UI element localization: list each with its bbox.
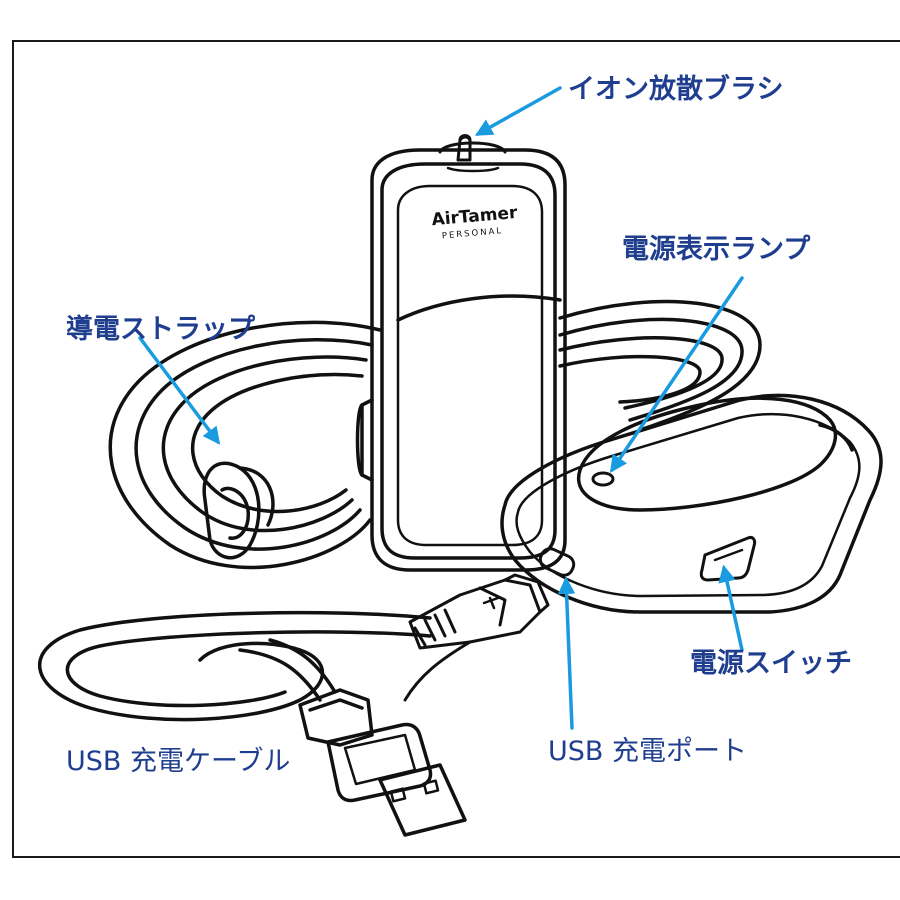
usb-cable-line: [238, 638, 337, 702]
strap-clip: [202, 461, 275, 560]
arrow-ion-brush: [474, 86, 562, 136]
cable-loop: [37, 610, 432, 722]
brand-text: AirTamer: [431, 203, 519, 230]
label-usb-cable: USB 充電ケーブル: [66, 746, 291, 777]
frame-top-line: [12, 40, 900, 42]
strap-loops-right: [558, 299, 762, 432]
label-strap: 導電ストラップ: [66, 314, 255, 345]
micro-usb-plug: [403, 573, 550, 702]
arrow-power-lamp: [610, 276, 744, 473]
arrow-strap: [138, 336, 221, 445]
strap-loops-left: [108, 294, 562, 570]
base-device: [500, 393, 883, 614]
pendant-device: [355, 141, 567, 572]
ion-brush: [456, 134, 472, 162]
arrow-power-switch: [718, 564, 744, 652]
label-ion-brush: イオン放散ブラシ: [568, 74, 784, 105]
usb-a-plug: [298, 688, 467, 837]
label-power-switch: 電源スイッチ: [690, 648, 852, 679]
frame-left-line: [12, 40, 14, 858]
label-usb-port: USB 充電ポート: [548, 736, 748, 767]
arrow-usb-port: [557, 576, 576, 730]
frame-bottom-line: [12, 856, 900, 858]
label-power-lamp: 電源表示ランプ: [622, 234, 811, 265]
